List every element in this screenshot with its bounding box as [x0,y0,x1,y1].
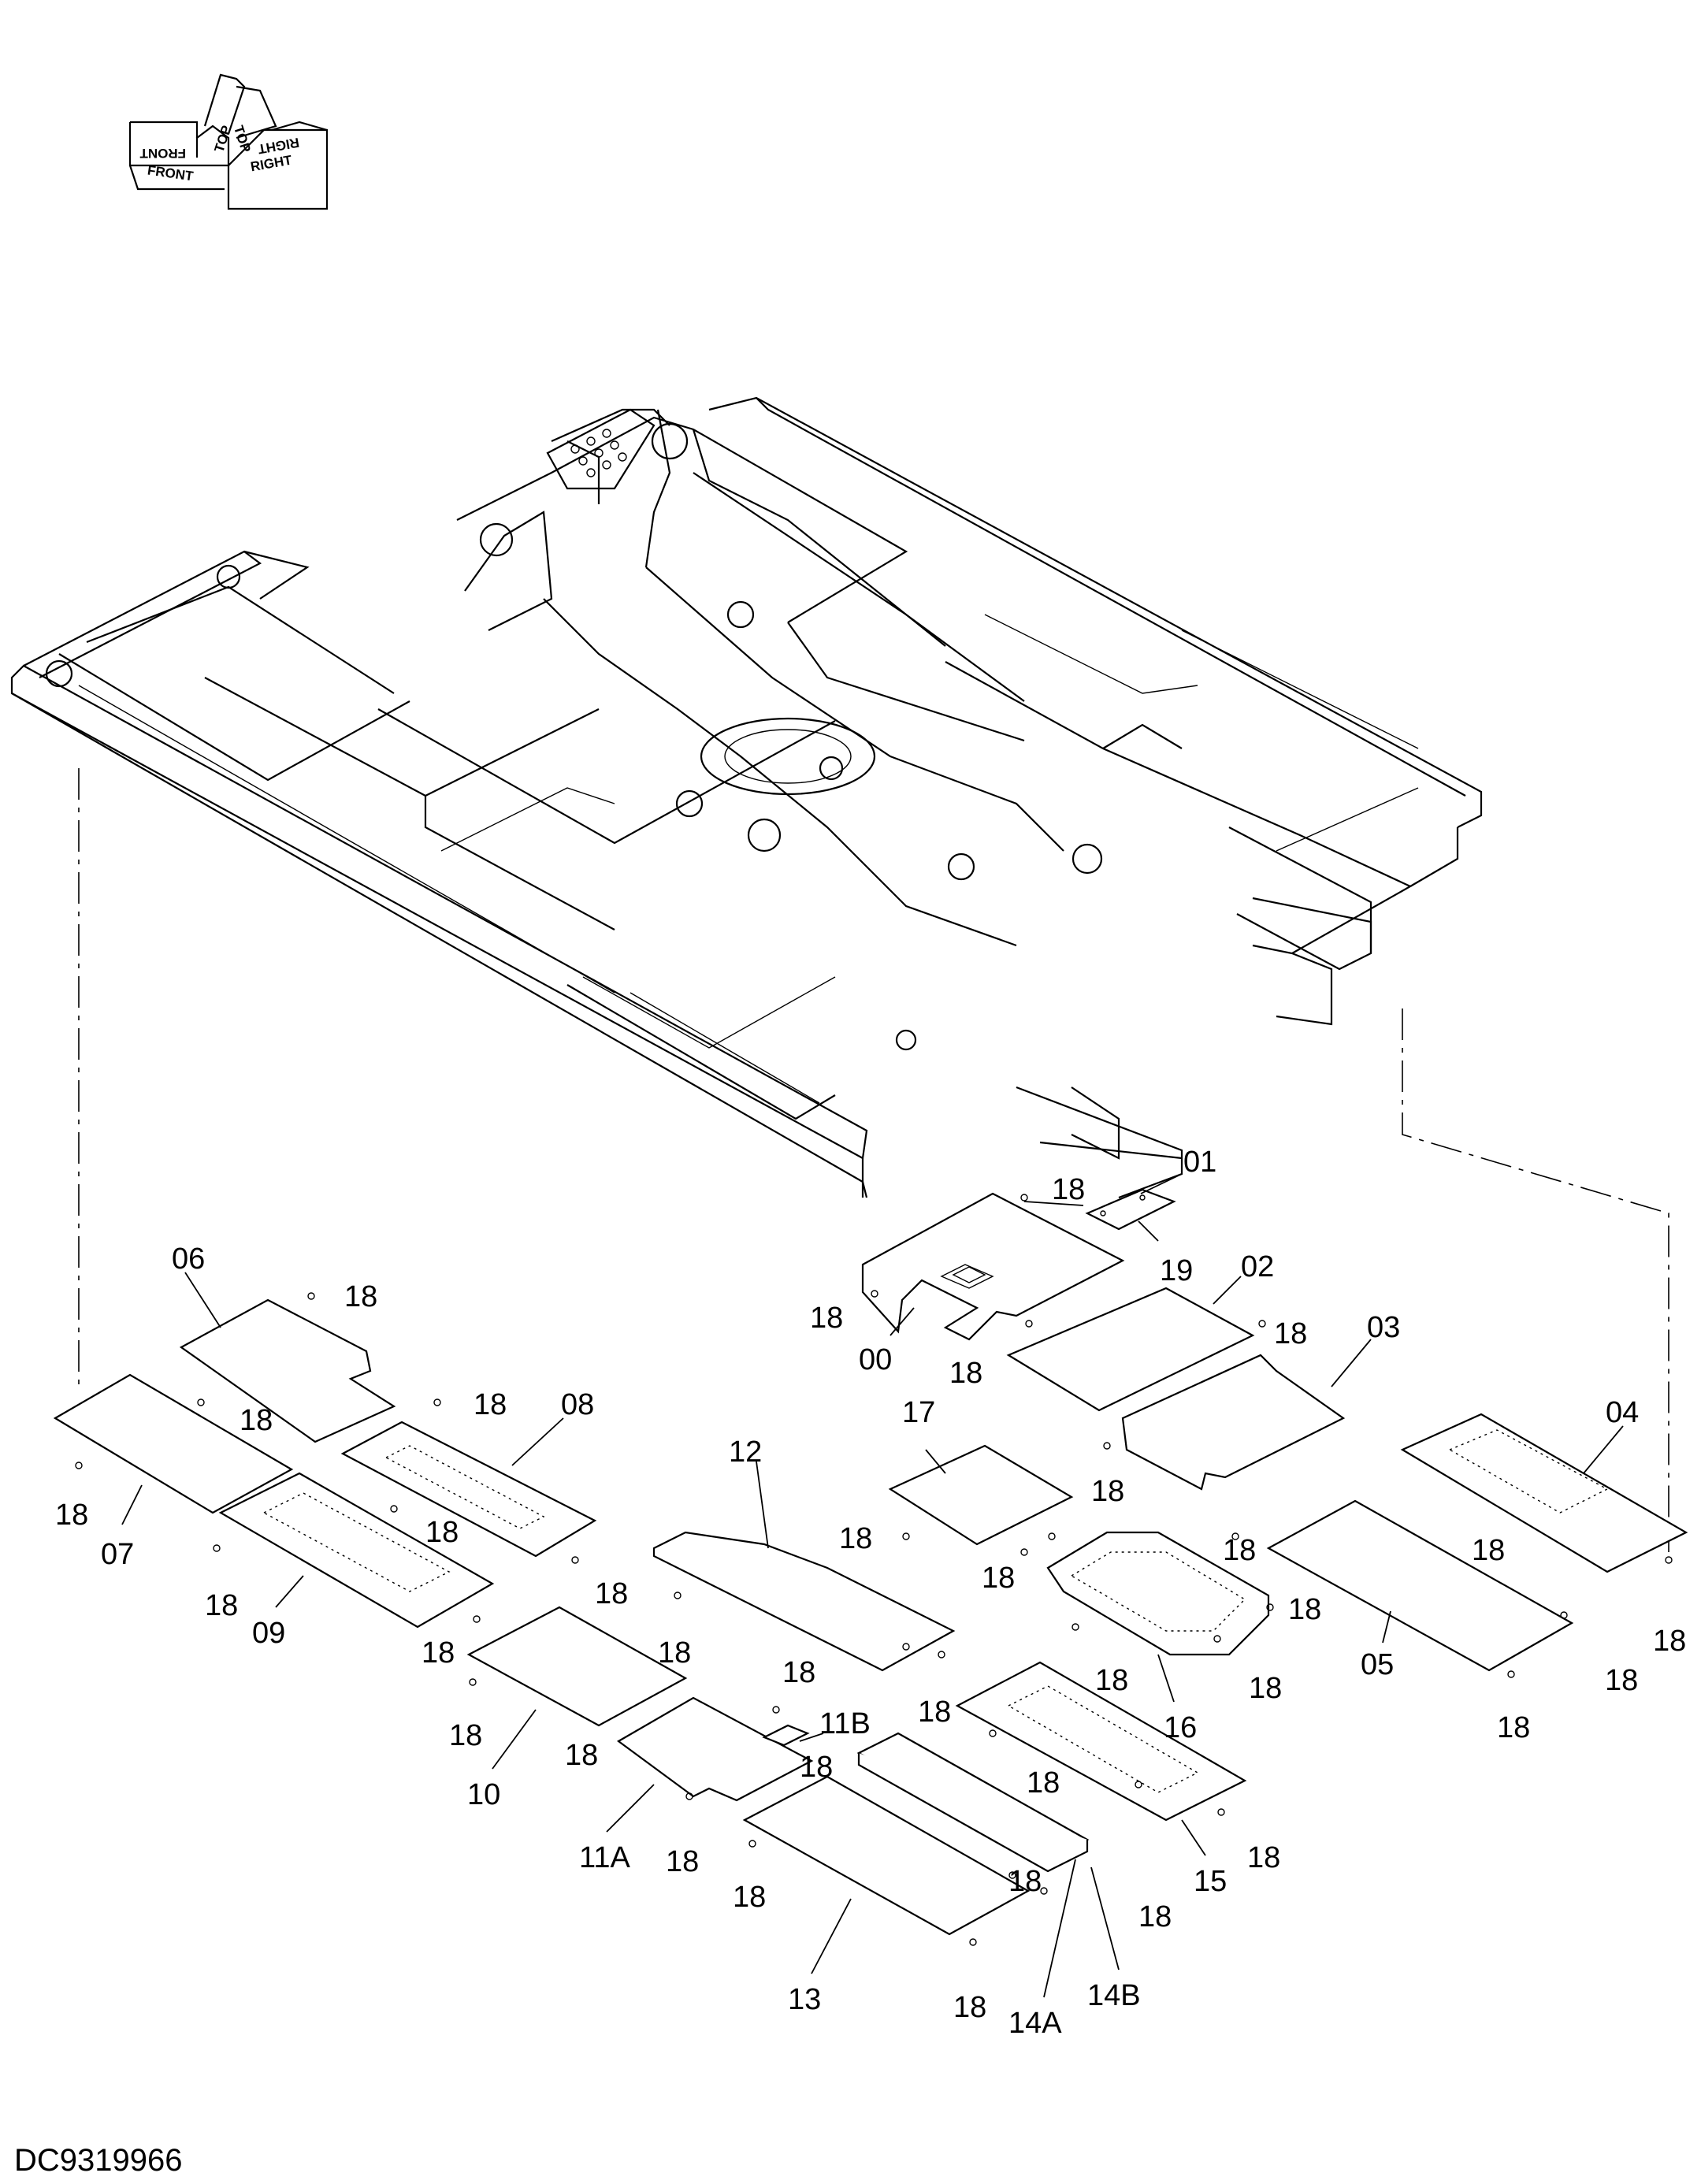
phantom-lines [78,768,1669,1552]
plate-11a [616,1696,814,1802]
label-00: 00 [859,1343,892,1376]
plate-07 [53,1373,294,1514]
orientation-right-mirror: RIGHT [256,135,300,157]
plate-14b [857,1753,1089,1873]
label-18: 18 [425,1516,459,1549]
label-18: 18 [839,1522,872,1555]
label-14a: 14A [1008,2007,1062,2040]
label-18: 18 [240,1404,273,1437]
label-18: 18 [1027,1766,1060,1800]
label-18: 18 [1497,1711,1530,1744]
label-18: 18 [1223,1534,1256,1567]
bolt-glyphs [75,1194,1673,1946]
label-04: 04 [1606,1396,1639,1429]
label-18: 18 [449,1719,482,1752]
label-18: 18 [55,1499,88,1532]
label-18: 18 [344,1280,377,1313]
label-16: 16 [1164,1711,1197,1744]
label-18: 18 [1095,1664,1128,1697]
label-18: 18 [800,1751,833,1784]
label-08: 08 [561,1388,594,1421]
plate-11b [762,1724,810,1747]
drawing-code: DC9319966 [14,2143,183,2178]
label-18: 18 [782,1656,815,1689]
plate-09 [218,1472,495,1629]
label-18: 18 [1091,1475,1124,1508]
orientation-front-mirror: FRONT [139,146,186,161]
plate-02 [1006,1287,1255,1412]
label-18: 18 [474,1388,507,1421]
label-18: 18 [982,1562,1015,1595]
label-18: 18 [1247,1841,1280,1874]
label-18: 18 [1472,1534,1505,1567]
plate-01 [1085,1188,1176,1231]
plate-00 [861,1192,1125,1341]
label-18: 18 [1653,1625,1686,1658]
label-18: 18 [733,1881,766,1914]
label-02: 02 [1241,1250,1274,1283]
plate-17 [888,1444,1074,1546]
plate-05 [1266,1499,1574,1672]
label-18: 18 [1605,1664,1638,1697]
label-11b: 11B [819,1707,871,1740]
label-18: 18 [1138,1900,1172,1933]
label-11a: 11A [579,1841,630,1874]
label-17: 17 [902,1396,935,1429]
plate-06 [179,1298,396,1443]
main-frame [10,396,1483,1199]
bolt-labels: 18 18 18 18 18 18 18 18 18 18 18 18 18 1… [55,1173,1686,2024]
label-18: 18 [595,1577,628,1610]
label-18: 18 [666,1845,699,1878]
label-01: 01 [1183,1146,1216,1179]
label-18: 18 [422,1636,455,1670]
orientation-top-mirror: TOP [231,124,254,154]
plate-04 [1400,1413,1688,1573]
plate-03 [1121,1354,1346,1491]
label-18: 18 [205,1589,238,1622]
label-18: 18 [658,1636,691,1670]
label-18: 18 [1288,1593,1321,1626]
orientation-symbol: FRONT FRONT TOP TOP RIGHT RIGHT [128,73,329,210]
plate-10 [466,1606,688,1727]
label-05: 05 [1361,1648,1394,1681]
label-12: 12 [729,1436,762,1469]
label-15: 15 [1194,1865,1227,1898]
label-14b: 14B [1087,1979,1141,2012]
plate-16 [1046,1531,1270,1656]
plate-08 [340,1421,597,1558]
leader-lines [121,1173,1624,1998]
label-18: 18 [953,1991,986,2024]
label-18: 18 [918,1696,951,1729]
label-09: 09 [252,1617,285,1650]
plate-12 [652,1531,956,1672]
label-03: 03 [1367,1311,1400,1344]
label-10: 10 [467,1778,500,1811]
label-07: 07 [101,1538,134,1571]
plate-15 [955,1661,1247,1822]
label-06: 06 [172,1242,205,1276]
label-18: 18 [1249,1672,1282,1705]
label-18: 18 [949,1357,982,1390]
label-18: 18 [565,1739,598,1772]
label-13: 13 [788,1983,821,2016]
plate-13 [742,1775,1031,1936]
orientation-right-label: RIGHT [250,152,294,174]
label-18: 18 [1008,1865,1042,1898]
label-18: 18 [810,1302,843,1335]
part-labels: 01 19 00 02 03 04 05 06 07 08 09 10 11A … [101,1146,1639,2040]
label-18: 18 [1274,1317,1307,1350]
label-19: 19 [1160,1254,1193,1287]
label-18: 18 [1052,1173,1085,1206]
